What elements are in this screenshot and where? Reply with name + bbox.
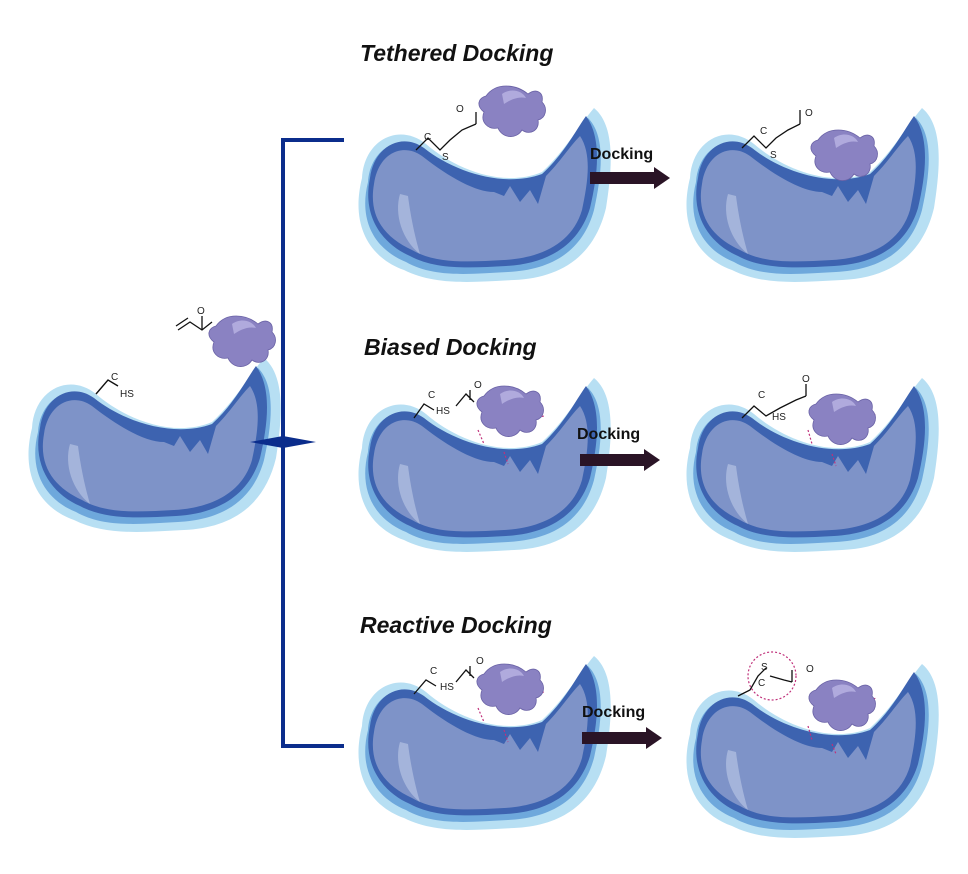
ligand-tethered-after xyxy=(810,129,878,182)
protein-biased-after: C HS O xyxy=(686,374,939,552)
atom-carbon-biased-after: C xyxy=(758,390,765,401)
bracket-pointer xyxy=(250,436,316,448)
atom-carbon-biased: C xyxy=(428,390,435,401)
label-docking-tethered: Docking xyxy=(590,146,654,163)
ligand-reactive-before xyxy=(476,663,544,716)
atom-oxygen-reactive-after: O xyxy=(806,664,814,675)
heading-tethered-docking: Tethered Docking xyxy=(360,40,554,66)
heading-biased-docking: Biased Docking xyxy=(364,334,537,360)
atom-sulfur-tethered: S xyxy=(442,152,449,163)
ligand-biased-before xyxy=(476,385,544,438)
atom-thiol-biased: HS xyxy=(436,406,450,417)
atom-oxygen-tethered-after: O xyxy=(805,108,813,119)
protein-reactive-after: C S O xyxy=(686,651,939,838)
ligand-biased-after xyxy=(808,393,876,446)
protein-initial: C HS xyxy=(28,358,281,532)
atom-oxygen-free: O xyxy=(197,306,205,317)
atom-oxygen-biased: O xyxy=(474,380,482,391)
label-docking-biased: Docking xyxy=(577,426,641,443)
cysteine-thiol xyxy=(95,379,119,395)
atom-carbon-reactive: C xyxy=(430,666,437,677)
ligand-reactive-after xyxy=(808,679,876,732)
atom-thiol-initial: HS xyxy=(120,389,134,400)
atom-sulfur-tethered-after: S xyxy=(770,150,777,161)
atom-carbon-initial: C xyxy=(111,372,118,383)
atom-thiol-biased-after: HS xyxy=(772,412,786,423)
protein-tethered-after: C S O xyxy=(686,108,939,282)
heading-reactive-docking: Reactive Docking xyxy=(360,612,552,638)
atom-thiol-reactive: HS xyxy=(440,682,454,693)
atom-oxygen-biased-after: O xyxy=(802,374,810,385)
label-docking-reactive: Docking xyxy=(582,704,646,721)
atom-carbon-reactive-after: C xyxy=(758,678,765,689)
ligand-tethered-before xyxy=(478,85,546,138)
atom-sulfur-reactive-after: S xyxy=(761,662,768,673)
atom-oxygen-tethered: O xyxy=(456,104,464,115)
atom-oxygen-reactive: O xyxy=(476,656,484,667)
atom-carbon-tethered-after: C xyxy=(760,126,767,137)
atom-carbon-tethered: C xyxy=(424,132,431,143)
ligand-free: O xyxy=(175,306,276,368)
protein-tethered-before: C S O xyxy=(358,104,611,282)
